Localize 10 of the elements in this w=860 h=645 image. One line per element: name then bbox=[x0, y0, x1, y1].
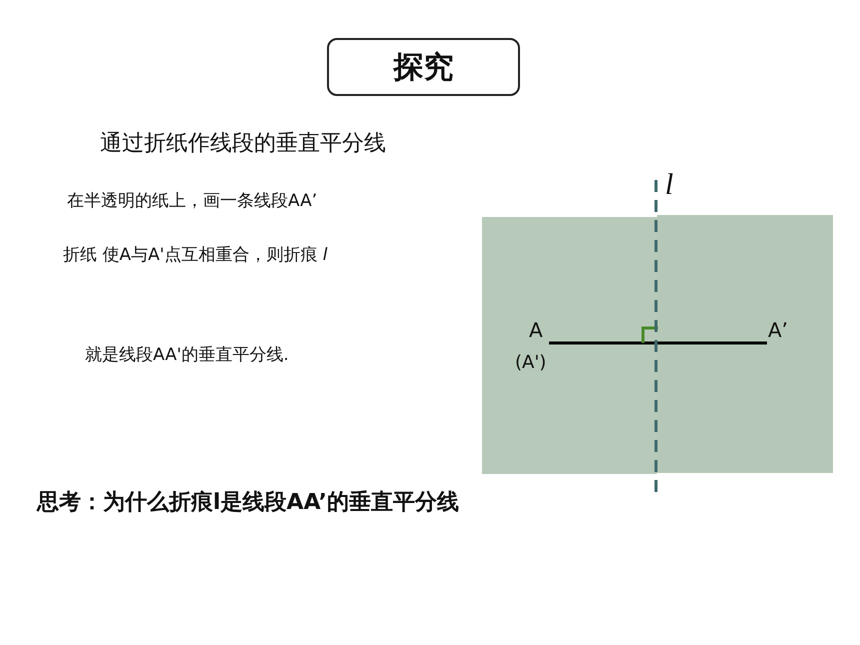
point-label: A’ bbox=[768, 318, 788, 342]
instruction-text: 在半透明的纸上，画一条线段AA’ bbox=[67, 190, 318, 212]
point-label: (A') bbox=[515, 352, 546, 373]
instruction-text: 折纸 使A与A'点互相重合，则折痕 l bbox=[63, 244, 328, 266]
heading-text: 通过折纸作线段的垂直平分线 bbox=[100, 130, 386, 158]
instruction-text: 就是线段AA'的垂直平分线. bbox=[85, 344, 289, 366]
point-label: A bbox=[529, 318, 543, 342]
heading-box: 探究 bbox=[327, 38, 520, 96]
question-text: 思考：为什么折痕l是线段AA’的垂直平分线 bbox=[37, 489, 459, 517]
line-label: l bbox=[665, 168, 674, 202]
